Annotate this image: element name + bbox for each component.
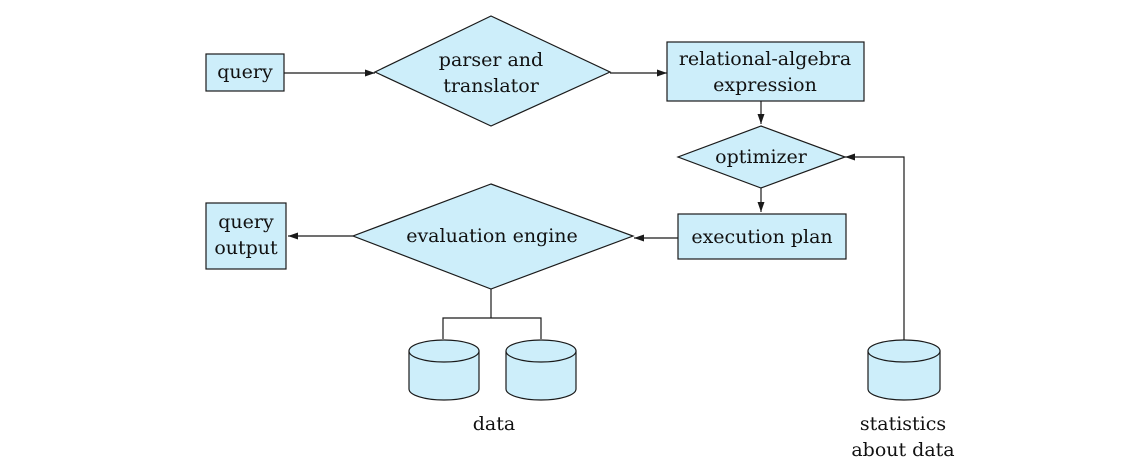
edge-statistics-to-optimizer — [845, 153, 905, 340]
data-label: data — [473, 413, 515, 435]
data-cylinder-2 — [505, 339, 577, 401]
execution-plan-node — [677, 213, 847, 260]
evaluation-label: evaluation engine — [406, 225, 578, 247]
statistics-cylinder — [867, 339, 941, 401]
optimizer-label: optimizer — [715, 146, 808, 168]
relational-label-line1: relational-algebra — [679, 48, 851, 70]
output-label-line2: output — [214, 237, 278, 259]
parser-label-line2: translator — [443, 75, 540, 97]
data-cylinder-1 — [408, 339, 480, 401]
relational-algebra-node — [666, 41, 865, 102]
parser-label-line1: parser and — [439, 49, 543, 71]
parser-translator-node — [373, 15, 612, 127]
query-node — [205, 53, 285, 92]
output-label-line1: query — [218, 211, 274, 233]
execution-label: execution plan — [691, 226, 832, 248]
optimizer-node — [676, 125, 847, 189]
statistics-label-line2: about data — [851, 439, 954, 461]
evaluation-engine-node — [351, 183, 635, 290]
edge-data-branch — [442, 317, 542, 339]
relational-label-line2: expression — [713, 74, 817, 96]
query-output-node — [205, 202, 287, 270]
statistics-label-line1: statistics — [860, 413, 946, 435]
query-label: query — [217, 61, 273, 83]
